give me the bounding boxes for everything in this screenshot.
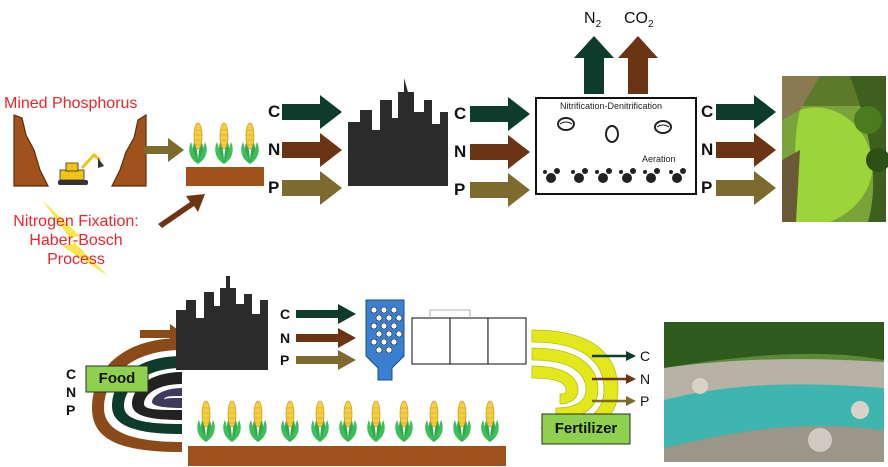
river-output-arrows: [592, 351, 636, 406]
treatment-output-n: N: [701, 140, 714, 159]
crop-field-top: [186, 122, 264, 186]
treatment-title: Nitrification-Denitrification: [560, 101, 663, 111]
treatment-plant-box: [535, 97, 697, 195]
excavator-icon: [58, 152, 104, 185]
crop-output-n: N: [268, 140, 281, 159]
reactor-tanks: [411, 309, 527, 365]
city-output-arrows-top: [470, 97, 530, 207]
fertilizer-box: [541, 413, 631, 445]
fertilizer-label: Fertilizer: [554, 420, 618, 437]
co2-label: CO2: [624, 10, 654, 31]
river-output-c: C: [640, 348, 651, 364]
city-bottom-output-n: N: [280, 330, 291, 346]
aeration-label: Aeration: [642, 154, 676, 164]
mine-illustration: [13, 113, 147, 187]
treatment-output-p: P: [701, 178, 713, 197]
cnp-stack-n: N: [66, 384, 77, 400]
n2-label: N2: [584, 10, 602, 31]
aeration-bubbles-icon: [543, 168, 686, 183]
city-top: [348, 78, 448, 186]
filter-column-icon: [365, 299, 405, 381]
river-output-n: N: [640, 371, 651, 387]
clean-river-photo: [664, 322, 884, 462]
crop-field-bottom: [188, 400, 506, 466]
city-output-n: N: [454, 142, 467, 161]
city-output-p: P: [454, 180, 466, 199]
crop-output-c: C: [268, 102, 281, 121]
cnp-stack-c: C: [66, 366, 77, 382]
food-box: [85, 365, 149, 393]
bacteria-icon: [557, 117, 672, 143]
nitrogen-fixation-line-1: Nitrogen Fixation:: [13, 213, 139, 230]
city-bottom-output-p: P: [280, 352, 290, 368]
treatment-output-c: C: [701, 102, 714, 121]
city-output-arrows-bottom: [296, 304, 356, 370]
nitrogen-fixation-line-3: Process: [47, 251, 105, 268]
city-bottom-output-c: C: [280, 306, 291, 322]
nitrogen-input-arrow: [158, 194, 205, 228]
crop-output-p: P: [268, 178, 280, 197]
river-output-p: P: [640, 393, 650, 409]
eutrophic-stream-photo: [782, 76, 888, 222]
gas-arrows: [574, 36, 658, 94]
food-label: Food: [98, 370, 136, 387]
treatment-output-arrows: [716, 95, 776, 205]
crop-output-arrows: [282, 95, 342, 205]
city-output-c: C: [454, 104, 467, 123]
nitrogen-fixation-label: Nitrogen Fixation: Haber-Bosch Process: [6, 212, 146, 269]
phosphorus-input-arrow: [144, 138, 184, 162]
mined-phosphorus-label: Mined Phosphorus: [4, 95, 138, 112]
lightning-bolt-icon: [42, 200, 108, 276]
nitrogen-fixation-line-2: Haber-Bosch: [29, 232, 123, 249]
city-bottom: [176, 276, 268, 370]
cnp-stack-p: P: [66, 402, 76, 418]
